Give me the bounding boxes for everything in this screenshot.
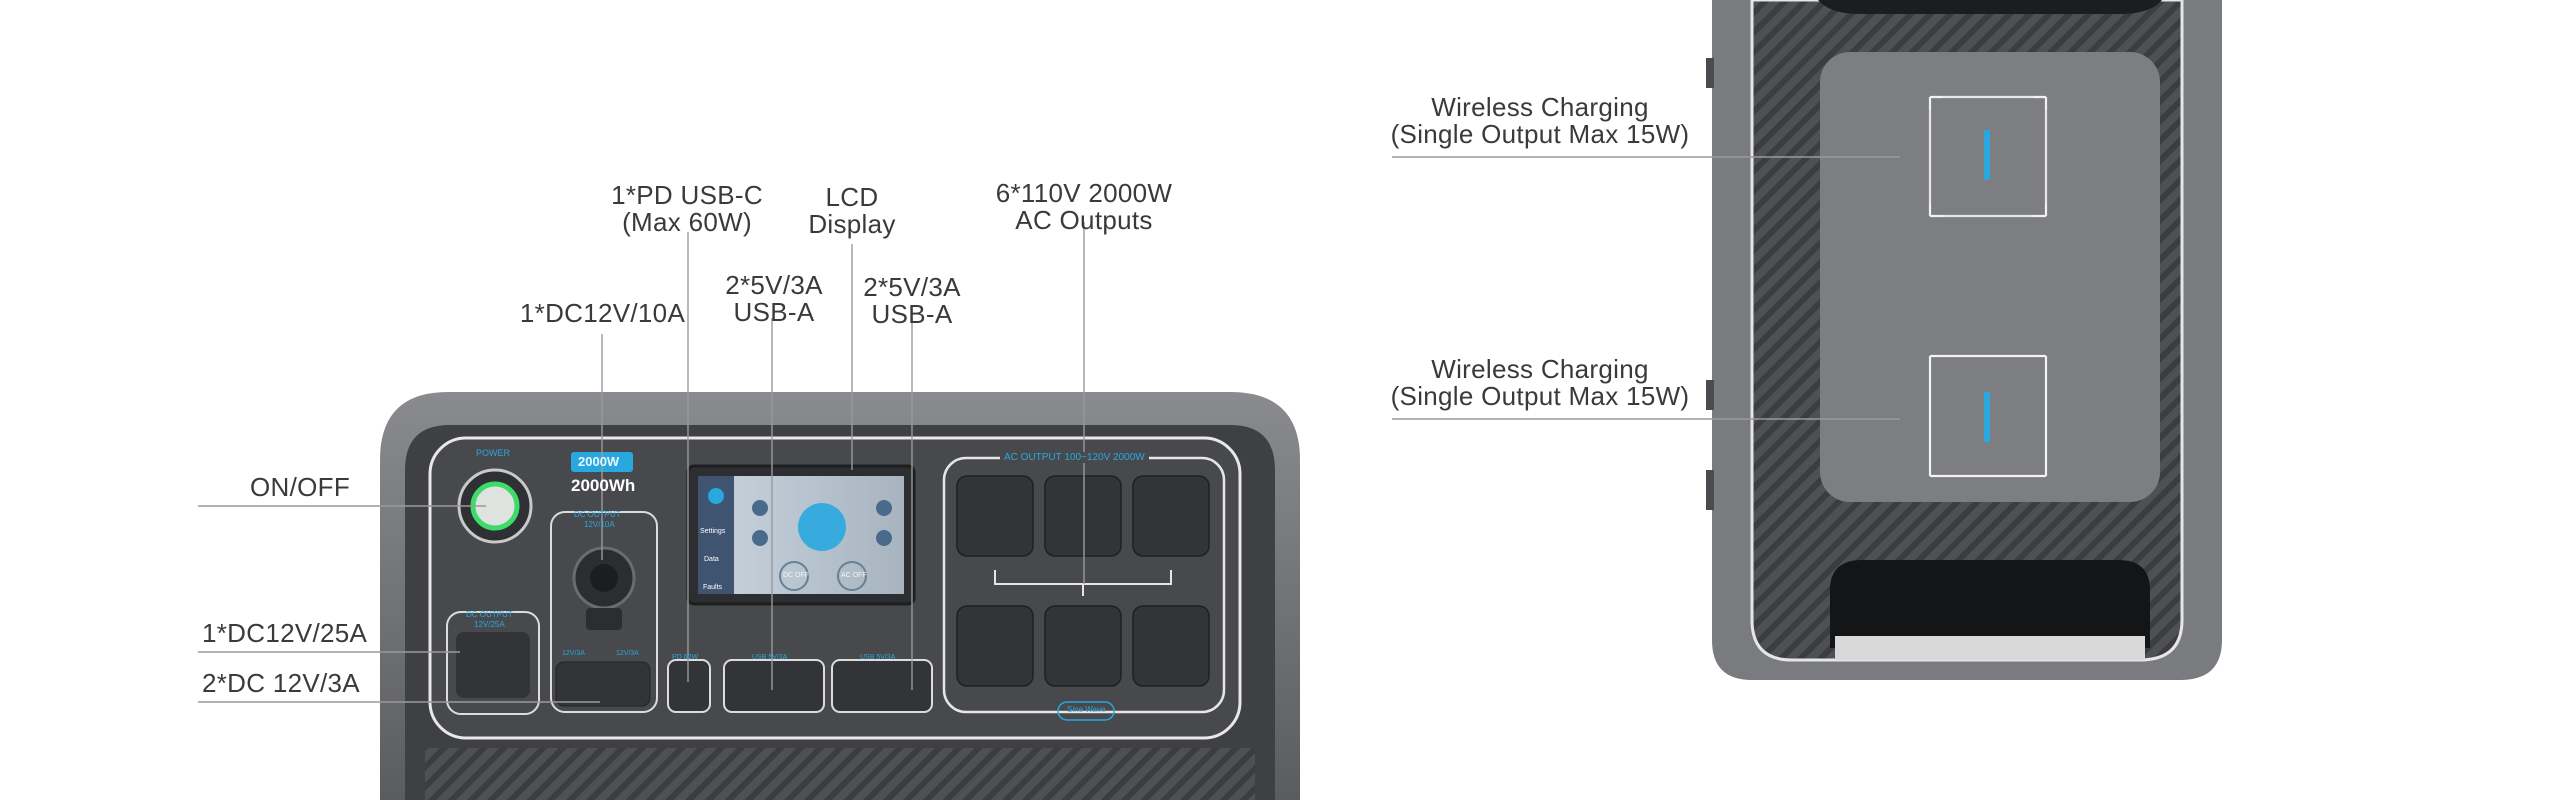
capacity-label: 2000Wh bbox=[571, 476, 636, 495]
callout-wireless-bottom: Wireless Charging (Single Output Max 15W… bbox=[1390, 354, 1690, 411]
power-label: POWER bbox=[476, 448, 511, 458]
wireless-pad-bottom bbox=[1928, 354, 2048, 478]
wireless-icon-bottom bbox=[1984, 392, 1990, 442]
lcd-menu-data: Data bbox=[704, 556, 719, 563]
wireless-icon-top bbox=[1984, 130, 1990, 180]
dc-cig-rating: 12V/10A bbox=[584, 520, 615, 529]
lcd-dc-off: DC OFF bbox=[783, 572, 810, 579]
callout-dc-10a: 1*DC12V/10A bbox=[519, 298, 686, 328]
leader-lines bbox=[198, 156, 1900, 703]
ac-output-header: AC OUTPUT 100~120V 2000W bbox=[1000, 452, 1149, 463]
ac-outlet-group bbox=[942, 456, 1226, 721]
sine-wave-label: Sine Wave bbox=[1067, 705, 1106, 714]
callout-usb-a-left: 2*5V/3A USB-A bbox=[725, 270, 823, 327]
dc-cig-label: DC OUTPUT bbox=[574, 510, 621, 519]
usbc-panel-label: PD 60W bbox=[672, 654, 699, 661]
dc-3a-left-label: 12V/3A bbox=[562, 650, 585, 657]
callout-dc-3a: 2*DC 12V/3A bbox=[202, 668, 360, 698]
usba-right-panel-label: USB 5V/3A bbox=[860, 654, 896, 661]
lcd-ac-off: AC OFF bbox=[841, 572, 867, 579]
usb-a-left-group bbox=[723, 659, 825, 713]
top-unit bbox=[1706, 0, 2222, 680]
lcd-menu-settings: Settings bbox=[700, 528, 726, 535]
callout-usb-c: 1*PD USB-C (Max 60W) bbox=[611, 180, 763, 237]
usba-left-panel-label: USB 5V/3A bbox=[752, 654, 788, 661]
callout-lcd: LCD Display bbox=[808, 182, 896, 239]
ac-badge-text: 2000W bbox=[578, 454, 620, 469]
callout-ac-outputs: 6*110V 2000W AC Outputs bbox=[995, 178, 1173, 235]
callout-dc-25a: 1*DC12V/25A bbox=[202, 618, 368, 648]
dc-25a-label: DC OUTPUT bbox=[466, 610, 513, 619]
lcd-display bbox=[686, 464, 916, 606]
usb-c-port bbox=[667, 659, 711, 713]
callout-wireless-top: Wireless Charging (Single Output Max 15W… bbox=[1390, 92, 1690, 149]
dc-25a-rating: 12V/25A bbox=[474, 620, 505, 629]
lcd-menu-faults: Faults bbox=[703, 584, 723, 591]
callout-on-off: ON/OFF bbox=[249, 472, 350, 502]
usb-a-right-group bbox=[831, 659, 933, 713]
dc-3a-right-label: 12V/3A bbox=[616, 650, 639, 657]
dc-25a-outlet-group bbox=[446, 611, 540, 715]
wireless-pad-top bbox=[1928, 95, 2048, 218]
callout-usb-a-right: 2*5V/3A USB-A bbox=[863, 272, 961, 329]
dc-cig-outlet-group bbox=[550, 511, 658, 713]
